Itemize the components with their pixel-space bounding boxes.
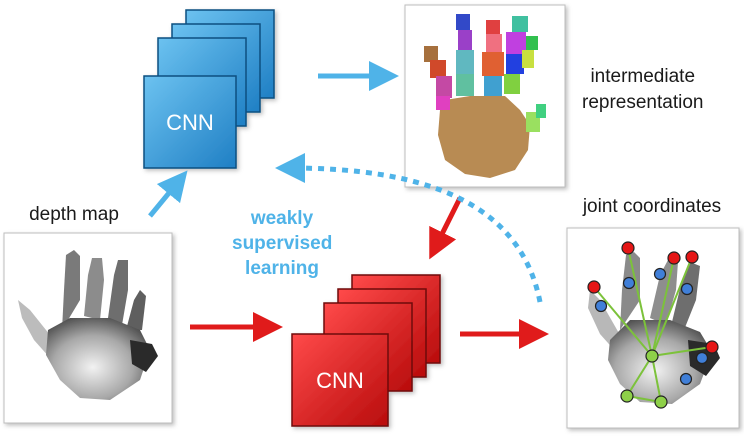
- cnn-top-layer-1: [143, 75, 237, 169]
- cnn-bottom-label: CNN: [316, 368, 364, 393]
- joint-blue: [653, 267, 667, 281]
- joint-red: [621, 241, 635, 255]
- joint-blue: [679, 372, 693, 386]
- joint-blue: [680, 282, 694, 296]
- joint-green: [654, 395, 668, 409]
- intermediate-representation-image: [404, 4, 566, 188]
- joint-green: [620, 389, 634, 403]
- arrow-weak-supervision-feedback: [275, 153, 543, 303]
- cnn-top-stack: [143, 9, 275, 169]
- depth-map-image: [3, 232, 173, 424]
- arrow-depth-to-cnn: [148, 170, 188, 218]
- joint-coordinates-label: joint coordinates: [582, 196, 721, 217]
- joint-red: [685, 250, 699, 264]
- joint-blue: [695, 351, 709, 365]
- weakly-supervised-learning-label: weakly supervised learning: [232, 208, 333, 279]
- cnn-bottom-stack: [291, 274, 441, 427]
- joint-green: [645, 349, 659, 363]
- intermediate-representation-label: intermediate representation: [582, 66, 704, 113]
- joint-coordinates-image: [566, 227, 740, 429]
- joint-blue: [594, 299, 608, 313]
- cnn-top-label: CNN: [166, 110, 214, 135]
- cnn-bottom-layer-1: [291, 333, 389, 427]
- joint-red: [705, 340, 719, 354]
- joint-red: [587, 280, 601, 294]
- depth-map-label: depth map: [29, 204, 119, 225]
- joint-red: [667, 251, 681, 265]
- joint-blue: [622, 276, 636, 290]
- arrow-intermediate-to-cnn: [429, 196, 463, 260]
